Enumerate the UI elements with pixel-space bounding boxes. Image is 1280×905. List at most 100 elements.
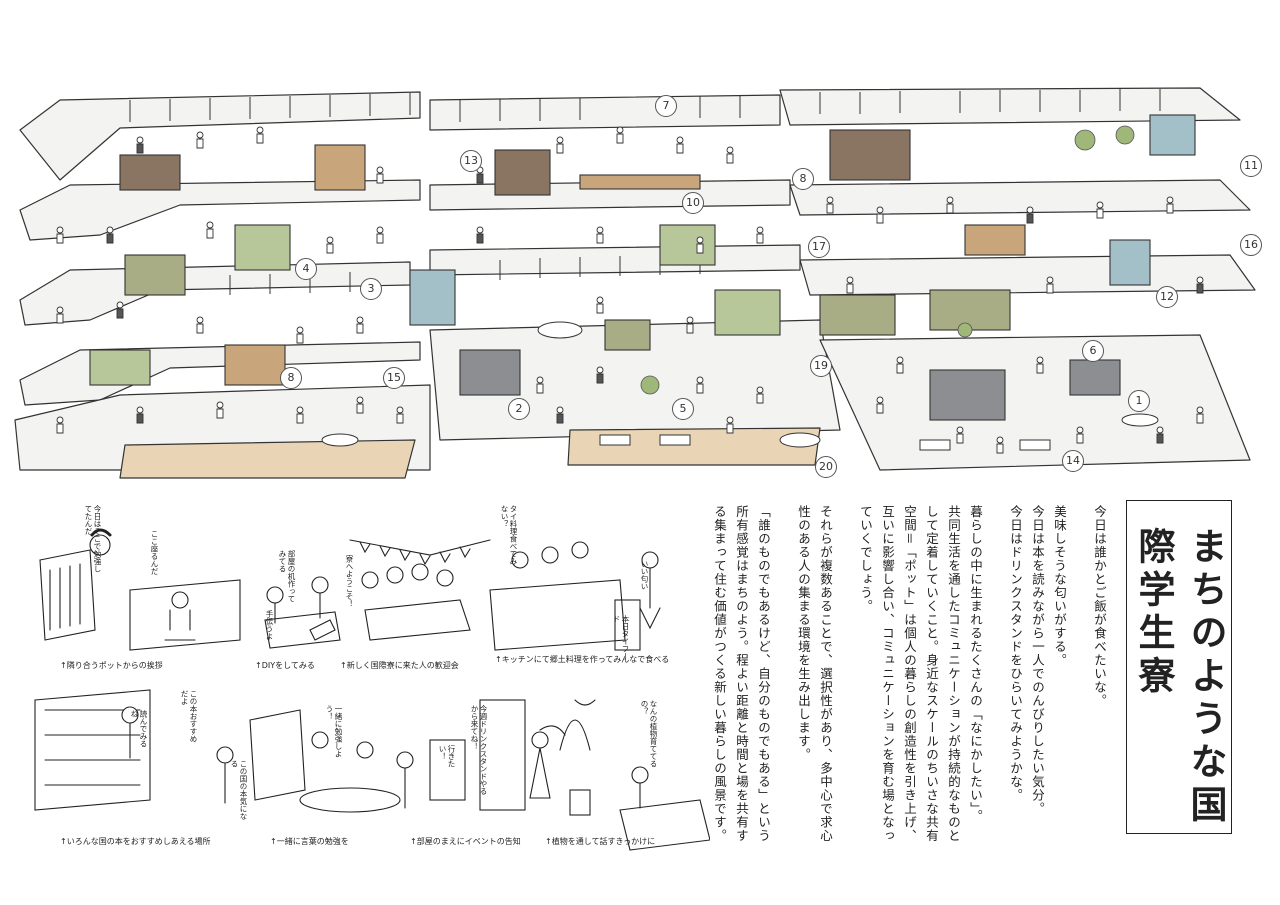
person-figure <box>1166 196 1174 214</box>
pot-brown-3 <box>829 129 911 181</box>
person-figure <box>476 226 484 244</box>
bubble-thai-sign: 本日タイフード <box>612 615 630 660</box>
person-figure <box>826 196 834 214</box>
person-figure <box>556 406 564 424</box>
person-figure <box>206 221 214 239</box>
dormitory-isometric-illustration <box>14 87 1256 479</box>
person-figure <box>356 316 364 334</box>
body-line-1: 今日は誰かとご飯が食べたいな。 <box>1092 505 1107 708</box>
person-figure <box>1026 206 1034 224</box>
center-block-floor-3 <box>429 244 801 276</box>
person-figure <box>876 206 884 224</box>
map-number-12: 12 <box>1156 286 1178 308</box>
bubble-thai-food: タイ料理食べてみない？ <box>500 505 518 565</box>
person-figure <box>56 416 64 434</box>
pot-grey-1 <box>459 349 521 396</box>
person-figure <box>56 306 64 324</box>
body-line-2: 美味しそうな匂いがする。 <box>1052 505 1067 667</box>
pot-wood-2 <box>224 344 286 386</box>
vignette-caption-plants: ↑植物を通して話すきっかけに <box>545 837 656 846</box>
bubble-making-desk: 部屋の机作ってみてる <box>278 550 296 603</box>
right-block-ground <box>819 334 1251 471</box>
map-number-8: 8 <box>280 367 302 389</box>
map-number-11: 11 <box>1240 155 1262 177</box>
bubble-what-plant: なんの植物育ててるの？ <box>640 700 658 768</box>
bubble-curious-book: この国の本気になる <box>230 760 248 820</box>
body-line-4: 今日はドリンクスタンドをひらいてみようかな。 <box>1008 505 1023 802</box>
pot-green-4 <box>714 289 781 336</box>
pot-olive-3 <box>929 289 1011 331</box>
bubble-recommend: この本おすすめだよ <box>180 690 198 743</box>
person-figure <box>536 376 544 394</box>
pot-blue-2 <box>1109 239 1151 286</box>
person-figure <box>696 376 704 394</box>
map-number-16: 16 <box>1240 234 1262 256</box>
map-number-15: 15 <box>383 367 405 389</box>
vignette-caption-language: ↑一緒に言葉の勉強を <box>270 837 349 846</box>
map-number-2: 2 <box>508 398 530 420</box>
person-figure <box>376 166 384 184</box>
body-line-3: 今日は本を読みながら一人でのんびりしたい気分。 <box>1030 505 1045 816</box>
map-number-7: 7 <box>655 95 677 117</box>
right-block-floor-2 <box>789 179 1251 216</box>
person-figure <box>1156 426 1164 444</box>
person-figure <box>1036 356 1044 374</box>
person-figure <box>326 236 334 254</box>
pot-green-1 <box>234 224 291 271</box>
person-figure <box>216 401 224 419</box>
bubble-welcome: 寮へようこそ！ <box>345 555 354 608</box>
wood-deck-left <box>119 439 416 479</box>
description-text: 今日は誰かとご飯が食べたいな。 美味しそうな匂いがする。 今日は本を読みながら一… <box>690 505 1110 845</box>
person-figure <box>196 131 204 149</box>
person-figure <box>296 326 304 344</box>
person-figure <box>1196 276 1204 294</box>
pot-green-2 <box>89 349 151 386</box>
map-number-19: 19 <box>810 355 832 377</box>
person-figure <box>756 386 764 404</box>
person-figure <box>756 226 764 244</box>
person-figure <box>1196 406 1204 424</box>
person-figure <box>876 396 884 414</box>
person-figure <box>846 276 854 294</box>
map-number-10: 10 <box>682 192 704 214</box>
bubble-want-to-go: 行きたい！ <box>438 745 456 768</box>
map-number-5: 5 <box>672 398 694 420</box>
pot-wood-1 <box>314 144 366 191</box>
pot-blue-1 <box>409 269 456 326</box>
person-figure <box>196 316 204 334</box>
vignette-caption-event: ↑部屋のまえにイベントの告知 <box>410 837 521 846</box>
vignette-caption-diy: ↑DIYをしてみる <box>255 661 315 670</box>
person-figure <box>1046 276 1054 294</box>
body-line-8: 「誰のものでもあるけど、自分のものでもある」という所有感覚はまちのよう。程よい距… <box>712 505 771 843</box>
person-figure <box>946 196 954 214</box>
wood-deck-center <box>567 427 821 466</box>
person-figure <box>996 436 1004 454</box>
pot-wood-4 <box>964 224 1026 256</box>
center-block-floor-1 <box>429 94 781 131</box>
pot-blue-3 <box>1149 114 1196 156</box>
body-line-6: 共同生活を通したコミュニケーションが持続的なものとして定着していくこと。身近なス… <box>858 505 961 843</box>
person-figure <box>1076 426 1084 444</box>
bubble-drink-stand: 今週ドリンクスタンドやるから来てね！ <box>470 705 488 795</box>
vignette-caption-books: ↑いろんな国の本をおすすめしあえる場所 <box>60 837 211 846</box>
vignette-sketches <box>34 528 710 851</box>
vignette-caption-welcome: ↑新しく国際寮に来た人の歓迎会 <box>340 661 459 670</box>
person-figure <box>136 406 144 424</box>
map-number-1: 1 <box>1128 390 1150 412</box>
vignette-caption-greeting: ↑隣り合うポットからの挨拶 <box>60 661 163 670</box>
bubble-will-read: 読んでみるね <box>130 710 148 748</box>
person-figure <box>256 126 264 144</box>
map-number-13: 13 <box>460 150 482 172</box>
vignette-caption-kitchen: ↑キッチンにて郷土料理を作ってみんなで食べる <box>495 655 670 664</box>
person-figure <box>596 366 604 384</box>
pot-brown-1 <box>119 154 181 191</box>
person-figure <box>596 296 604 314</box>
left-block-floor-1 <box>19 91 421 181</box>
person-figure <box>616 126 624 144</box>
map-number-8: 8 <box>792 168 814 190</box>
body-line-7: それらが複数あることで、選択性があり、多中心で求心性のある人の集まる環境を生み出… <box>796 505 833 843</box>
person-figure <box>726 416 734 434</box>
person-figure <box>676 136 684 154</box>
pot-olive-1 <box>124 254 186 296</box>
person-figure <box>896 356 904 374</box>
